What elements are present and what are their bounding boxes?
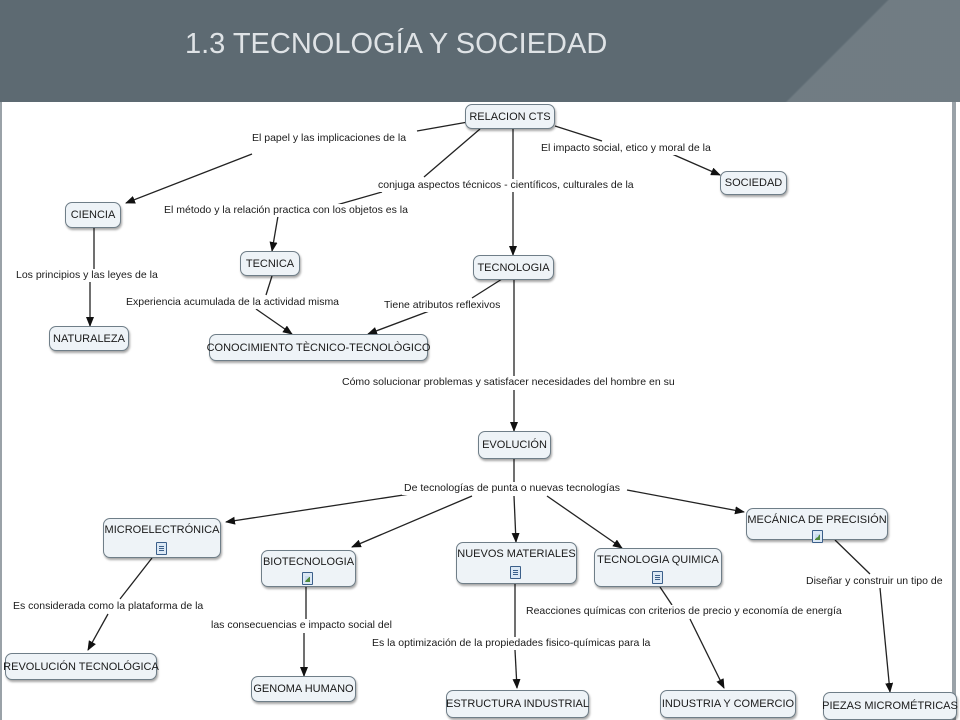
connector-disenar-piezas bbox=[879, 587, 894, 693]
concept-naturaleza[interactable]: NATURALEZA bbox=[49, 326, 129, 351]
document-icon[interactable] bbox=[156, 542, 167, 555]
link-label-metodo: El método y la relación practica con los… bbox=[162, 204, 410, 217]
connector-punta-biotecnologia bbox=[351, 495, 473, 548]
concept-revolucion-tecnologica[interactable]: REVOLUCIÓN TECNOLÓGICA bbox=[3, 653, 159, 680]
link-label-como: Cómo solucionar problemas y satisfacer n… bbox=[340, 376, 677, 389]
concept-conocimiento[interactable]: CONOCIMIENTO TÈCNICO-TECNOLÒGICO bbox=[207, 334, 430, 361]
connector-atributos-conocimiento bbox=[367, 309, 433, 335]
connector-punta-materiales bbox=[511, 495, 520, 543]
link-label-optimizacion: Es la optimización de la propiedades fis… bbox=[370, 637, 653, 650]
concept-relacion-cts[interactable]: RELACION CTS bbox=[465, 104, 555, 129]
concept-evolucion[interactable]: EVOLUCIÓN bbox=[478, 431, 551, 459]
link-label-plataforma: Es considerada como la plataforma de la bbox=[11, 600, 206, 613]
concept-biotecnologia[interactable]: BIOTECNOLOGIA bbox=[261, 550, 356, 587]
header-corner-shade bbox=[770, 0, 960, 102]
connector-cts-papel bbox=[416, 121, 469, 132]
concept-tecnologia-quimica[interactable]: TECNOLOGIA QUIMICA bbox=[594, 548, 722, 587]
connector-micro-plataforma bbox=[119, 557, 153, 600]
connector-punta-quimica bbox=[546, 495, 623, 549]
link-label-reacciones: Reacciones químicas con criterios de pre… bbox=[524, 605, 844, 618]
connector-tecnica-experiencia bbox=[265, 275, 273, 296]
concept-sociedad[interactable]: SOCIEDAD bbox=[720, 171, 787, 195]
concept-genoma-humano[interactable]: GENOMA HUMANO bbox=[251, 676, 356, 702]
connector-reacciones-industria bbox=[689, 618, 725, 689]
concept-tecnica[interactable]: TECNICA bbox=[240, 251, 300, 276]
slide-title: 1.3 TECNOLOGÍA Y SOCIEDAD bbox=[185, 28, 608, 60]
link-label-principios: Los principios y las leyes de la bbox=[14, 269, 160, 282]
connector-papel-ciencia bbox=[125, 153, 253, 204]
connector-tecnologia-atributos bbox=[471, 278, 503, 299]
connector-quimica-reacciones bbox=[659, 586, 673, 606]
concept-industria-comercio[interactable]: INDUSTRIA Y COMERCIO bbox=[660, 690, 796, 718]
link-label-experiencia: Experiencia acumulada de la actividad mi… bbox=[124, 296, 342, 309]
link-label-impacto: El impacto social, etico y moral de la bbox=[539, 142, 713, 155]
connector-plataforma-revolucion bbox=[87, 613, 109, 651]
concept-ciencia[interactable]: CIENCIA bbox=[65, 202, 121, 228]
concept-map-frame: El papel y las implicaciones de la El im… bbox=[0, 102, 958, 720]
link-label-papel: El papel y las implicaciones de la bbox=[250, 132, 409, 145]
connector-mecanica-disenar bbox=[834, 539, 871, 575]
link-label-disenar: Diseñar y construir un tipo de bbox=[804, 575, 945, 588]
connector-optimizacion-estructura bbox=[512, 649, 521, 689]
connector-punta-mecanica bbox=[626, 489, 745, 515]
connector-experiencia-conocimiento bbox=[255, 308, 293, 335]
concept-tecnologia[interactable]: TECNOLOGIA bbox=[473, 255, 554, 280]
image-icon[interactable] bbox=[302, 572, 313, 585]
connector-impacto-sociedad bbox=[671, 153, 721, 176]
slide-header: 1.3 TECNOLOGÍA Y SOCIEDAD bbox=[0, 0, 960, 102]
document-icon[interactable] bbox=[510, 566, 521, 579]
link-label-consecuencias: las consecuencias e impacto social del bbox=[209, 619, 394, 632]
connector-metodo-tecnica bbox=[269, 215, 279, 252]
link-label-punta: De tecnologías de punta o nuevas tecnolo… bbox=[402, 482, 622, 495]
image-icon[interactable] bbox=[812, 530, 823, 543]
concept-piezas-micrometricas[interactable]: PIEZAS MICROMÉTRICAS bbox=[822, 692, 958, 720]
link-label-conjuga: conjuga aspectos técnicos - científicos,… bbox=[376, 179, 636, 192]
connector-cts-conjuga bbox=[423, 128, 481, 178]
document-icon[interactable] bbox=[652, 571, 663, 584]
concept-estructura-industrial[interactable]: ESTRUCTURA INDUSTRIAL bbox=[446, 690, 589, 718]
connector-cts-impacto bbox=[554, 125, 603, 142]
link-label-atributos: Tiene atributos reflexivos bbox=[382, 299, 503, 312]
connector-punta-microelectronica bbox=[225, 493, 411, 525]
concept-map-connectors bbox=[86, 121, 894, 693]
